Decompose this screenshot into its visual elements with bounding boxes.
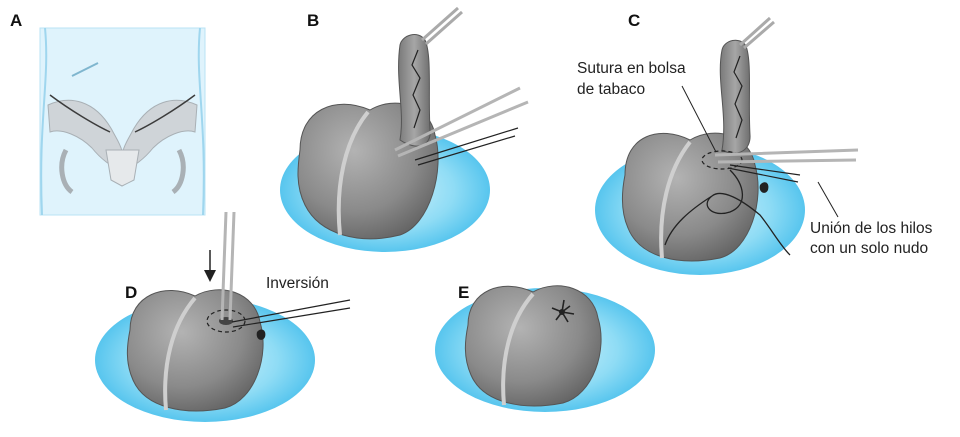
knot-label-line1: Unión de los hilos: [810, 220, 933, 237]
purse-string-label-line1: Sutura en bolsa: [577, 60, 686, 77]
panel-e: E: [435, 283, 655, 412]
panel-b: B: [280, 8, 528, 252]
panel-c-label: C: [628, 11, 640, 30]
panel-d: D Inversión: [95, 212, 350, 422]
panel-c: C Sutura en bolsa de tabaco Unión de los…: [577, 11, 933, 275]
panel-a: A: [10, 11, 205, 215]
push-arrow-head: [204, 270, 216, 282]
inversion-label: Inversión: [266, 275, 329, 292]
panel-d-label: D: [125, 283, 137, 302]
panel-e-label: E: [458, 283, 469, 302]
purse-string-label-line2: de tabaco: [577, 81, 645, 98]
knot-leader: [818, 182, 838, 217]
cecum: [127, 290, 263, 411]
knot-label-line2: con un solo nudo: [810, 240, 928, 257]
cecum: [465, 286, 601, 406]
clamp-instrument-top: [740, 18, 774, 48]
clamp-instrument-top: [422, 8, 462, 44]
panel-a-label: A: [10, 11, 22, 30]
panel-b-label: B: [307, 11, 319, 30]
closed-stump-center: [559, 309, 565, 315]
appendix: [720, 40, 750, 153]
